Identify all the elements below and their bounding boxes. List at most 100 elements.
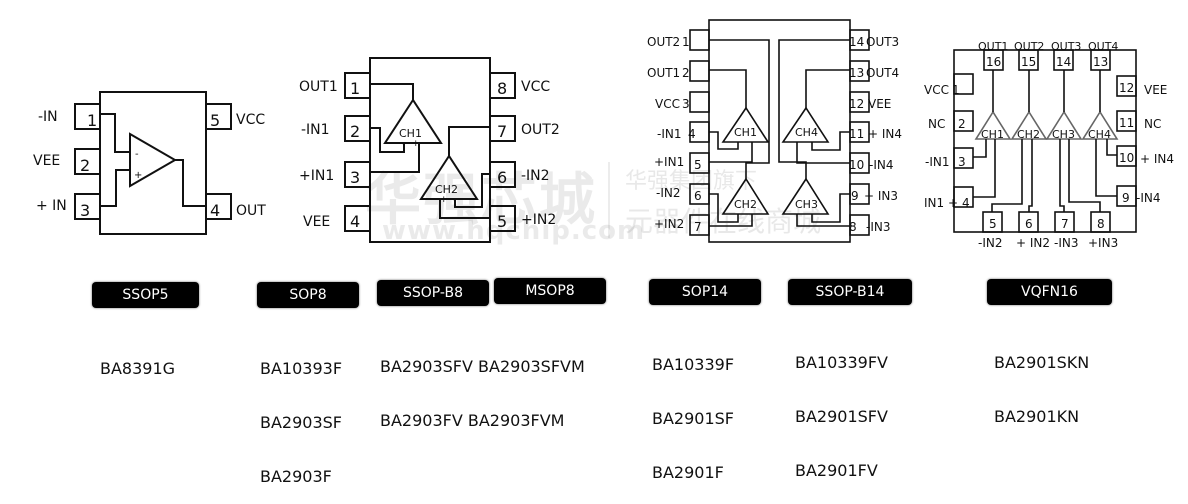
part-number: BA2901SFV xyxy=(795,407,888,426)
vqfn16-pin-label: NC xyxy=(928,117,945,131)
vqfn16-opamp-ch3 xyxy=(1045,110,1083,140)
sop8-pin-num: 6 xyxy=(497,168,507,187)
package-badge-msop8: MSOP8 xyxy=(494,278,606,304)
sop8-opamp-ch1 xyxy=(383,98,443,144)
sop14-pin-num: 11 xyxy=(849,127,864,141)
sop8-wire xyxy=(454,173,490,208)
vqfn16-pin-label: OUT1 xyxy=(978,40,1008,53)
sop14-pin-label: -IN1 xyxy=(657,127,681,141)
vqfn16-pin-1 xyxy=(953,73,974,95)
sop14-pin-label: -IN3 xyxy=(866,220,890,234)
sop8-wire xyxy=(370,127,405,153)
vqfn16-opamp-ch4 xyxy=(1081,110,1119,140)
vqfn16-pin-num: 14 xyxy=(1056,55,1071,69)
part-list-vqfn16: BA2901SKN BA2901KN xyxy=(994,318,1089,444)
vqfn16-wire xyxy=(991,139,1023,212)
vqfn16-pin-label: -IN2 xyxy=(978,236,1002,250)
sop14-pin-num: 2 xyxy=(682,66,690,80)
sop8-package xyxy=(344,57,516,243)
sop14-pin-3 xyxy=(689,91,710,113)
vqfn16-pin-num: 13 xyxy=(1093,55,1108,69)
package-badge-sop14: SOP14 xyxy=(649,279,761,305)
package-badge-ssop-b14: SSOP-B14 xyxy=(788,279,912,305)
sop14-pin-label: VEE xyxy=(868,97,891,111)
sop8-pin-label: OUT1 xyxy=(299,79,338,95)
sop8-pin-num: 2 xyxy=(350,122,360,141)
sop8-channel-label: CH1 xyxy=(399,127,422,140)
sop14-wire xyxy=(709,193,739,223)
sop8-pin-label: +IN2 xyxy=(521,212,556,228)
ssop5-pin-1 xyxy=(74,103,101,130)
sop14-pin-num: 12 xyxy=(849,97,864,111)
sop8-pin-num: 5 xyxy=(497,212,507,231)
vqfn16-channel-label: CH2 xyxy=(1017,128,1040,141)
sop14-pin-label: + IN4 xyxy=(868,127,902,141)
ssop5-pin-num: 3 xyxy=(80,201,90,220)
ssop5-pin-num: 1 xyxy=(87,111,97,130)
part-list-ssop-b14: BA10339FV BA2901SFV BA2901FV xyxy=(795,318,888,498)
sop14-opamp-ch1 xyxy=(721,106,770,143)
sop8-pin-label: OUT2 xyxy=(521,122,560,138)
ssop5-pin-label: -IN xyxy=(38,109,58,125)
sop14-pin-num: 6 xyxy=(694,189,702,203)
vqfn16-pin-num: 12 xyxy=(1119,81,1134,95)
sop14-pin-8 xyxy=(849,214,870,236)
vqfn16-pin-label: OUT3 xyxy=(1051,40,1081,53)
sop8-pin-num: 4 xyxy=(350,212,360,231)
sop14-pin-num: 5 xyxy=(694,158,702,172)
watermark-brand: 华强芯城 xyxy=(365,168,597,233)
vqfn16-pin-num: 4 xyxy=(962,196,970,210)
part-number: BA2901SF xyxy=(652,409,734,428)
sop14-wire xyxy=(805,69,850,108)
vqfn16-pin-num: 8 xyxy=(1097,217,1105,231)
sop8-channel-label: CH2 xyxy=(435,183,458,196)
sop14-pin-5 xyxy=(689,152,710,174)
vqfn16-pin-num: 3 xyxy=(958,155,966,169)
sop14-wire xyxy=(709,131,739,150)
sop8-pin-8 xyxy=(489,72,516,99)
vqfn16-pin-num: 16 xyxy=(986,55,1001,69)
vqfn16-channel-label: CH3 xyxy=(1052,128,1075,141)
sop14-pin-label: VCC xyxy=(655,97,680,111)
sop14-channel-label: CH2 xyxy=(734,198,757,211)
ssop5-pin-num: 2 xyxy=(80,156,90,175)
part-list-sop14: BA10339F BA2901SF BA2901F xyxy=(652,320,734,500)
sop14-pin-label: OUT3 xyxy=(866,35,899,49)
sop14-wire xyxy=(778,39,850,179)
vqfn16-pin-label: + IN2 xyxy=(1016,236,1050,250)
sop8-minus-mark: - xyxy=(453,195,456,205)
sop8-pin-label: -IN2 xyxy=(521,168,550,184)
vqfn16-wire xyxy=(1106,139,1117,156)
part-number: BA2901KN xyxy=(994,407,1080,426)
vqfn16-pin-num: 10 xyxy=(1119,151,1134,165)
vqfn16-pin-label: OUT4 xyxy=(1088,40,1118,53)
ssop5-pin-2 xyxy=(74,148,101,175)
pinout-diagram: 1 2 3 5 4 -IN VEE + IN VCC OUT - + 1 2 3 xyxy=(33,19,1174,250)
sop8-pin-1 xyxy=(344,72,371,99)
ssop5-pin-label: VEE xyxy=(33,153,60,169)
ssop5-pin-label: VCC xyxy=(236,112,265,128)
sop8-pin-num: 8 xyxy=(497,79,507,98)
vqfn16-wire xyxy=(1095,139,1117,197)
sop14-pin-num: 8 xyxy=(849,220,857,234)
sop14-wire xyxy=(811,193,850,223)
ssop5-wire xyxy=(175,159,206,207)
part-number-row: BA2903FV BA2903FVM xyxy=(380,411,565,430)
ssop5-plus-mark: + xyxy=(134,170,142,181)
vqfn16-pin-label: -IN4 xyxy=(1136,191,1160,205)
vqfn16-pin-11 xyxy=(1116,110,1137,132)
sop8-plus-mark: + xyxy=(412,139,420,149)
part-number: BA8391G xyxy=(100,359,176,378)
sop8-pin-num: 3 xyxy=(350,168,360,187)
ssop5-pin-label: OUT xyxy=(236,203,266,219)
sop8-plus-mark: + xyxy=(440,195,448,205)
sop14-pin-13 xyxy=(849,60,870,82)
ssop5-pin-5 xyxy=(205,103,232,130)
sop14-opamp-ch2 xyxy=(721,177,770,215)
sop14-pin-2 xyxy=(689,60,710,82)
package-badge-vqfn16: VQFN16 xyxy=(987,279,1112,305)
part-number: BA2903SF xyxy=(260,413,342,432)
vqfn16-pin-num: 5 xyxy=(989,217,997,231)
sop14-pin-label: OUT2 xyxy=(647,35,680,49)
sop14-pin-num: 4 xyxy=(688,127,696,141)
